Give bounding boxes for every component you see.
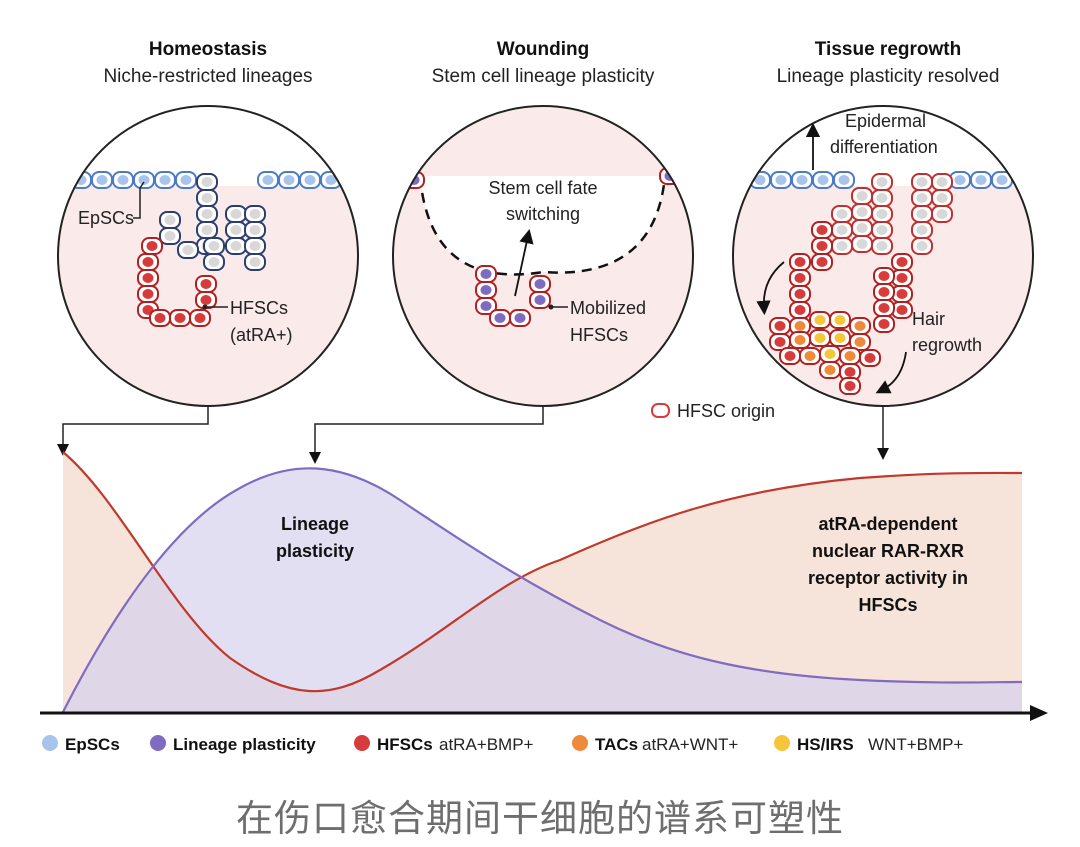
legend-hfscs-markers: atRA+BMP+ [439,735,534,754]
rar-activity-label-line4: HFSCs [858,595,917,615]
hfscs-label-line1: HFSCs [230,298,288,318]
legend-hsirs-swatch [774,735,790,751]
legend: EpSCs Lineage plasticity HFSCs atRA+BMP+… [42,735,963,754]
legend-hsirs-markers: WNT+BMP+ [868,735,963,754]
mobilized-label-line1: Mobilized [570,298,646,318]
rar-activity-label-line3: receptor activity in [808,568,968,588]
legend-hfscs-swatch [354,735,370,751]
time-course-plot [40,451,1048,721]
legend-hfscs-label: HFSCs [377,735,433,754]
legend-tacs-swatch [572,735,588,751]
rar-activity-label-line1: atRA-dependent [819,514,958,534]
lineage-plasticity-curve [62,467,1023,713]
homeostasis-connector-arrow [57,406,209,456]
regrowth-circle [732,105,1034,407]
panel-subtitle-regrowth: Lineage plasticity resolved [777,66,1000,87]
legend-tacs-label: TACs [595,735,638,754]
panel-title-wounding: Wounding [497,39,590,60]
hfscs-pointer-dot [202,304,208,310]
plasticity-curve-label-line1: Lineage [281,514,349,534]
hair-growth-arrow-left [756,261,785,316]
legend-epscs-swatch [42,735,58,751]
wounding-connector-arrow [309,406,544,464]
hfscs-label-line2: (atRA+) [230,325,293,345]
figure-caption: 在伤口愈合期间干细胞的谱系可塑性 [236,797,844,840]
hair-growth-arrow-right [875,351,907,394]
epscs-pointer [133,181,145,219]
fate-switch-arrow [514,228,534,297]
hair-regrowth-label-line2: regrowth [912,335,982,355]
epidermal-label-line1: Epidermal [845,111,926,131]
epidermal-label-line2: differentiation [830,137,938,157]
legend-hsirs-label: HS/IRS [797,735,854,754]
plasticity-curve-label-line2: plasticity [276,541,354,561]
regrowth-cells [749,171,1013,395]
hfsc-rar-activity-area [63,452,1022,712]
homeostasis-circle [57,105,359,407]
panel-title-homeostasis: Homeostasis [149,39,267,60]
hfsc-origin-swatch [651,403,670,418]
legend-plasticity-swatch [150,735,166,751]
rar-activity-label-line2: nuclear RAR-RXR [812,541,964,561]
hfsc-rar-activity-curve [62,451,1023,693]
time-axis-arrowhead [1030,705,1048,721]
hfsc-origin-label: HFSC origin [677,401,775,421]
wounding-circle [392,105,694,407]
mobilized-label-line2: HFSCs [570,325,628,345]
fate-switch-label-line2: switching [506,204,580,224]
epscs-label: EpSCs [78,208,134,228]
panel-title-regrowth: Tissue regrowth [815,39,961,60]
panel-subtitle-wounding: Stem cell lineage plasticity [432,66,655,87]
hair-regrowth-label-line1: Hair [912,309,945,329]
fate-switch-label-line1: Stem cell fate [488,178,597,198]
legend-tacs-markers: atRA+WNT+ [642,735,738,754]
panel-subtitle-homeostasis: Niche-restricted lineages [103,66,312,87]
legend-epscs-label: EpSCs [65,735,120,754]
legend-plasticity-label: Lineage plasticity [173,735,316,754]
